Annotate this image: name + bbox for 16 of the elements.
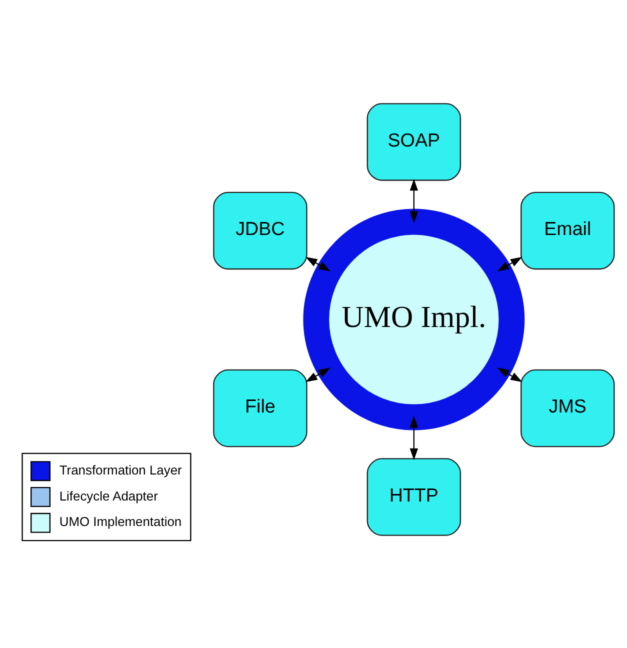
legend-label: Lifecycle Adapter bbox=[59, 488, 158, 503]
arrow bbox=[306, 367, 331, 382]
arrow bbox=[497, 256, 522, 271]
node-box: Email bbox=[520, 191, 615, 270]
arrow bbox=[306, 256, 331, 271]
node-box: SOAP bbox=[366, 102, 462, 180]
arrow bbox=[410, 178, 418, 223]
arrow bbox=[497, 367, 522, 382]
node-box: JMS bbox=[520, 368, 615, 447]
legend-label: UMO Implementation bbox=[59, 514, 182, 529]
arrow bbox=[410, 415, 418, 460]
legend-label: Transformation Layer bbox=[59, 462, 182, 477]
node-box: File bbox=[213, 368, 308, 447]
node-circle: UMO Impl. bbox=[303, 208, 525, 430]
node-box: HTTP bbox=[366, 458, 462, 536]
node-box: JDBC bbox=[213, 191, 308, 270]
